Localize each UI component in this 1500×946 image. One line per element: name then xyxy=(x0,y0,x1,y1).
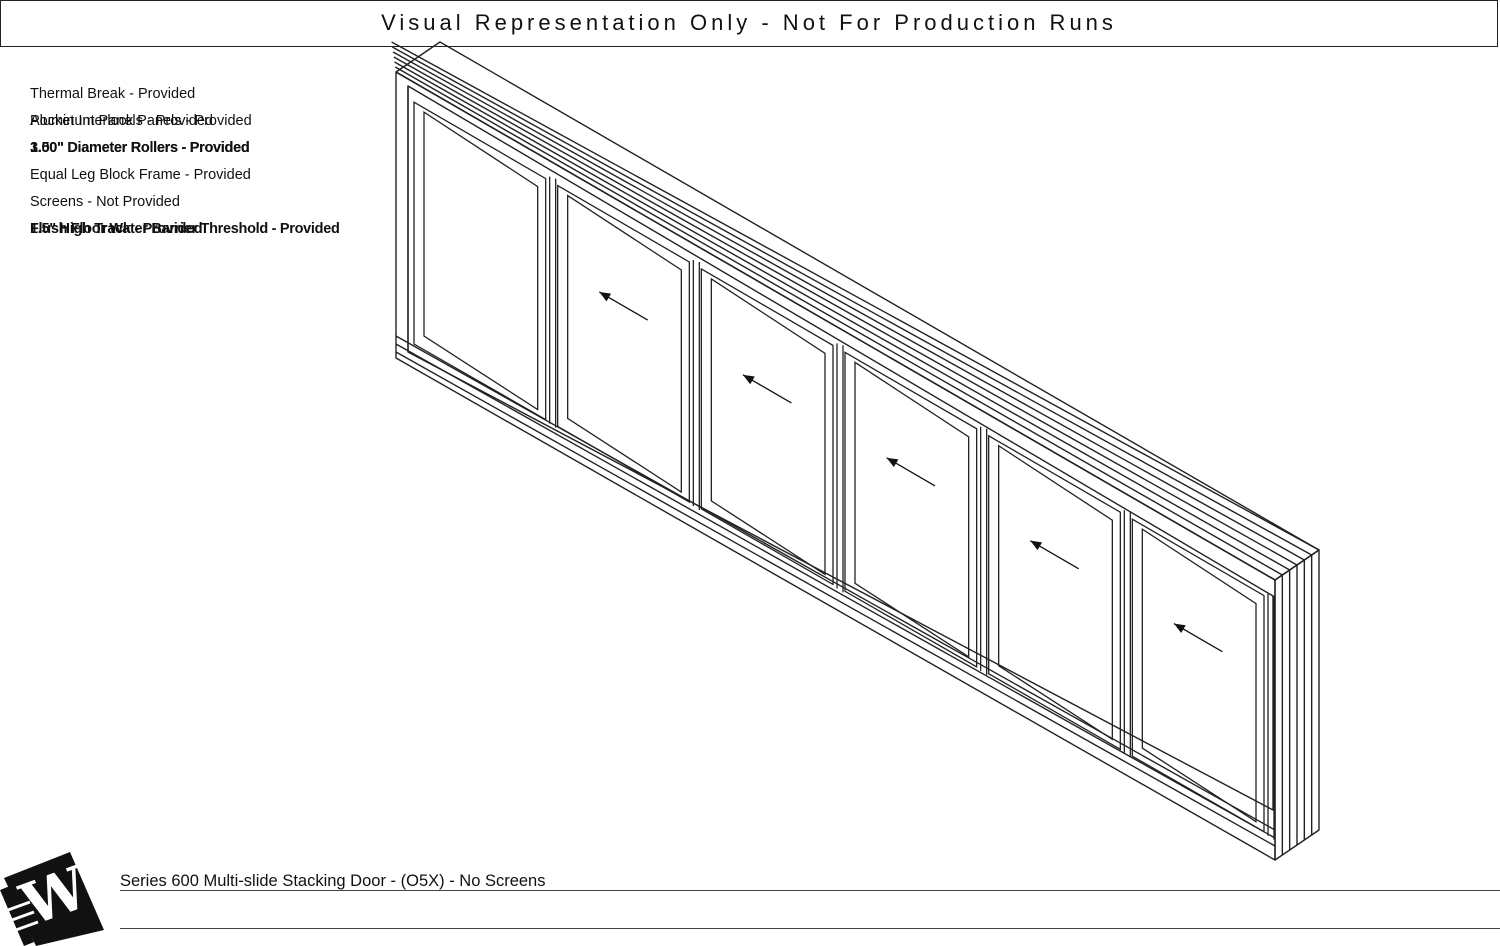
panel-outline xyxy=(844,351,978,668)
arrow-head xyxy=(599,291,612,302)
feature-text: 3.50" Diameter Rollers - Provided xyxy=(30,140,250,156)
arrow-left-icon xyxy=(742,374,792,404)
feature-text: Equal Leg Block Frame - Provided xyxy=(30,167,251,183)
panel-outline xyxy=(700,267,834,586)
panel-glass xyxy=(567,194,682,494)
arrow-left-icon xyxy=(1029,540,1080,570)
feature-text: Screens - Not Provided xyxy=(30,194,180,210)
feature-text: Pocket Interlock Panels - Provided xyxy=(30,113,252,129)
door-panel xyxy=(988,434,1131,758)
company-logo: W xyxy=(0,852,104,946)
panel-outline xyxy=(1131,518,1265,833)
sill-track-line xyxy=(395,343,1276,839)
panel-glass xyxy=(710,277,826,576)
banner-text: Visual Representation Only - Not For Pro… xyxy=(381,10,1117,35)
door-frame xyxy=(391,41,1320,861)
sill-track-line xyxy=(395,335,1276,831)
head-track-line xyxy=(392,51,1305,561)
arrow-head xyxy=(742,374,755,385)
head-track-line xyxy=(391,41,1320,551)
header-banner: Visual Representation Only - Not For Pro… xyxy=(0,0,1498,47)
panel-glass xyxy=(854,361,970,659)
door-panel xyxy=(700,267,844,593)
arrow-head xyxy=(886,457,899,468)
sill-track-line xyxy=(395,351,1276,847)
slide-arrows xyxy=(598,291,1223,653)
door-panel xyxy=(557,184,700,510)
arrow-head xyxy=(1030,540,1043,551)
drawing-title: Series 600 Multi-slide Stacking Door - (… xyxy=(120,872,546,890)
door-panel xyxy=(844,351,988,675)
door-panel xyxy=(413,100,557,428)
head-track-line xyxy=(394,61,1291,571)
panel-glass xyxy=(423,110,539,411)
feature-text: Aluminum Panels - Provided xyxy=(30,113,213,129)
feature-text: Flush Floor Water Barrier Threshold - Pr… xyxy=(30,221,340,237)
feature-text: 1.00" Diameter Rollers - Provided xyxy=(30,140,250,156)
panel-outline xyxy=(413,100,547,421)
arrow-left-icon xyxy=(598,291,649,321)
arrow-left-icon xyxy=(1173,623,1223,653)
door-panels xyxy=(413,100,1275,840)
feature-text: Thermal Break - Provided xyxy=(30,86,196,102)
head-track-line xyxy=(393,56,1298,566)
head-track-line xyxy=(391,46,1313,556)
title-rule-top xyxy=(120,890,1500,891)
head-track-line xyxy=(394,66,1283,576)
panel-glass xyxy=(1141,527,1257,823)
panel-outline xyxy=(988,434,1121,751)
feature-text: 1.5" High Track - Provided xyxy=(30,221,203,237)
door-panel xyxy=(1131,518,1275,840)
arrow-head xyxy=(1173,623,1186,634)
panel-outline xyxy=(557,184,690,504)
arrow-left-icon xyxy=(886,457,936,487)
panel-glass xyxy=(998,444,1113,741)
title-rule-bottom xyxy=(120,928,1500,929)
